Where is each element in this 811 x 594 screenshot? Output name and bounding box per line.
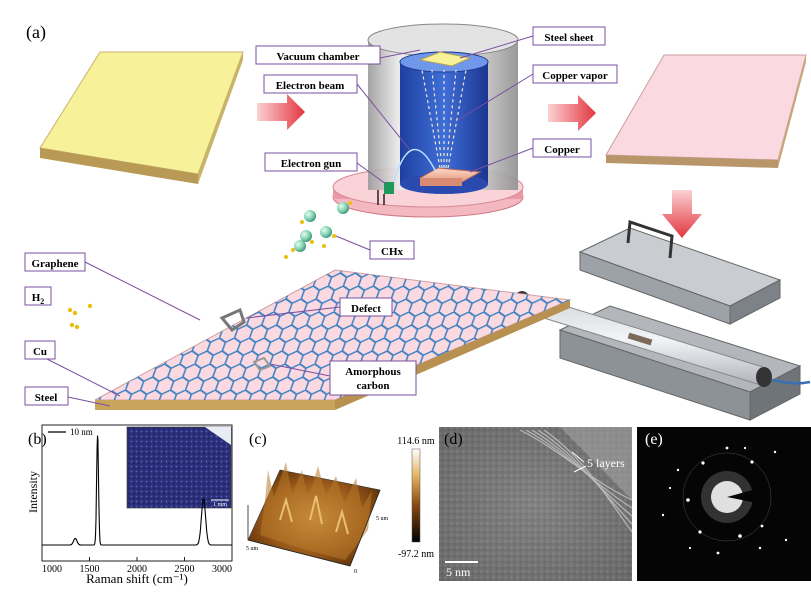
callout-steel-sheet-text: Steel sheet bbox=[544, 32, 594, 44]
graphene-substrate bbox=[94, 269, 572, 410]
hrtem-vacuum-region bbox=[560, 427, 632, 500]
callout-cu bbox=[24, 340, 56, 360]
raman-scale-bar-label: 10 nm bbox=[70, 427, 93, 437]
callout-graphene-text: Graphene bbox=[31, 258, 78, 270]
callout-chx bbox=[369, 240, 415, 260]
callout-electron-gun bbox=[264, 152, 358, 172]
callout-copper-text: Copper bbox=[544, 144, 580, 156]
afm-peaks bbox=[260, 462, 372, 560]
hrtem-panel: (d) 5 layers 5 nm bbox=[439, 427, 633, 581]
hrtem-fringes bbox=[519, 429, 633, 533]
callout-amorphous-text-2: carbon bbox=[357, 380, 390, 392]
raman-inset-image bbox=[126, 426, 232, 509]
afm-x-axis bbox=[247, 539, 351, 567]
tube-furnace bbox=[476, 219, 811, 421]
callout-vacuum-chamber bbox=[255, 45, 381, 65]
panel-b-label: (b) bbox=[28, 431, 47, 448]
process-arrow-2 bbox=[548, 95, 596, 131]
callout-steel-sheet bbox=[532, 26, 606, 46]
callout-amorphous-carbon bbox=[329, 360, 417, 396]
hrtem-annotation: 5 layers bbox=[587, 456, 625, 470]
panel-d-label: (d) bbox=[444, 431, 463, 448]
saed-spots bbox=[661, 446, 788, 555]
saed-diffraction-ring bbox=[682, 452, 772, 542]
callout-vacuum-chamber-text: Vacuum chamber bbox=[276, 51, 359, 63]
raman-inset-scale-label: 1 mm bbox=[213, 502, 227, 508]
raman-xticks: 1000 1500 2000 2500 3000 bbox=[41, 557, 233, 575]
callout-copper-vapor-text: Copper vapor bbox=[542, 70, 608, 82]
callout-defect-text: Defect bbox=[351, 303, 381, 315]
afm-axis-label-3: 5 um bbox=[376, 516, 389, 522]
callout-electron-gun-text: Electron gun bbox=[281, 158, 342, 170]
raman-inset-corner bbox=[205, 427, 231, 445]
raman-xtick-label: 3000 bbox=[212, 564, 232, 575]
process-arrow-1 bbox=[257, 94, 305, 130]
raman-xtick-label: 1500 bbox=[80, 564, 100, 575]
hrtem-scale-label: 5 nm bbox=[446, 565, 471, 579]
copper-coated-sheet bbox=[605, 54, 807, 168]
callout-graphene bbox=[24, 252, 86, 272]
steel-sheet-plate bbox=[39, 51, 244, 184]
process-arrow-3 bbox=[662, 190, 702, 238]
raman-ylabel: Intensity bbox=[26, 471, 40, 513]
saed-beam-stop bbox=[727, 474, 811, 514]
callout-h2-text: H2 bbox=[32, 292, 45, 306]
chx-molecules bbox=[284, 201, 352, 259]
vacuum-chamber bbox=[332, 23, 524, 218]
afm-colorbar-min: -97.2 nm bbox=[398, 549, 434, 560]
raman-xtick-label: 2000 bbox=[127, 564, 147, 575]
callout-h2-base: H bbox=[32, 292, 41, 304]
defect-outline bbox=[219, 307, 246, 332]
panel-c-label: (c) bbox=[249, 431, 267, 448]
raman-xtick-label: 1000 bbox=[42, 564, 62, 575]
amorphous-carbon-mark bbox=[252, 356, 272, 372]
afm-colorbar bbox=[411, 448, 421, 543]
afm-axis-label-2: 0 bbox=[354, 569, 357, 575]
callout-cu-text: Cu bbox=[33, 346, 47, 358]
callout-copper bbox=[532, 138, 592, 158]
panel-a-label: (a) bbox=[26, 22, 46, 43]
raman-xlabel: Raman shift (cm⁻¹) bbox=[86, 571, 188, 586]
raman-panel: (b) Intensity 10 nm 1 mm 1000 1500 2000 250… bbox=[26, 424, 233, 586]
raman-spectrum-line bbox=[42, 435, 232, 546]
panel-e-label: (e) bbox=[645, 431, 663, 448]
graphene-callouts: Graphene H2 Cu Steel Defect Amorphous ca… bbox=[24, 252, 417, 407]
h2-molecules bbox=[67, 303, 93, 330]
afm-colorbar-max: 114.6 nm bbox=[397, 436, 435, 447]
callout-steel-text: Steel bbox=[35, 392, 58, 404]
callout-amorphous-text-1: Amorphous bbox=[345, 366, 401, 378]
afm-y-axis bbox=[349, 489, 381, 567]
raman-xtick-label: 2500 bbox=[175, 564, 195, 575]
callout-electron-beam bbox=[263, 74, 358, 94]
afm-panel: (c) 5 um 0 5 um 114.6 nm -97.2 nm bbox=[246, 431, 435, 575]
callout-h2 bbox=[24, 286, 52, 306]
callout-copper-vapor bbox=[532, 64, 618, 84]
callout-chx-group: CHx bbox=[335, 235, 415, 260]
afm-highlights bbox=[279, 495, 349, 535]
callout-defect bbox=[339, 297, 393, 317]
saed-panel: (e) bbox=[637, 427, 811, 581]
callout-chx-text: CHx bbox=[381, 246, 404, 258]
callout-steel bbox=[24, 386, 69, 406]
afm-axis-label-1: 5 um bbox=[246, 546, 259, 552]
chamber-callouts: Vacuum chamber Electron beam Electron gu… bbox=[255, 26, 618, 185]
hrtem-layer-arrows bbox=[571, 451, 587, 473]
callout-h2-sub: 2 bbox=[40, 297, 44, 306]
callout-electron-beam-text: Electron beam bbox=[276, 80, 345, 92]
